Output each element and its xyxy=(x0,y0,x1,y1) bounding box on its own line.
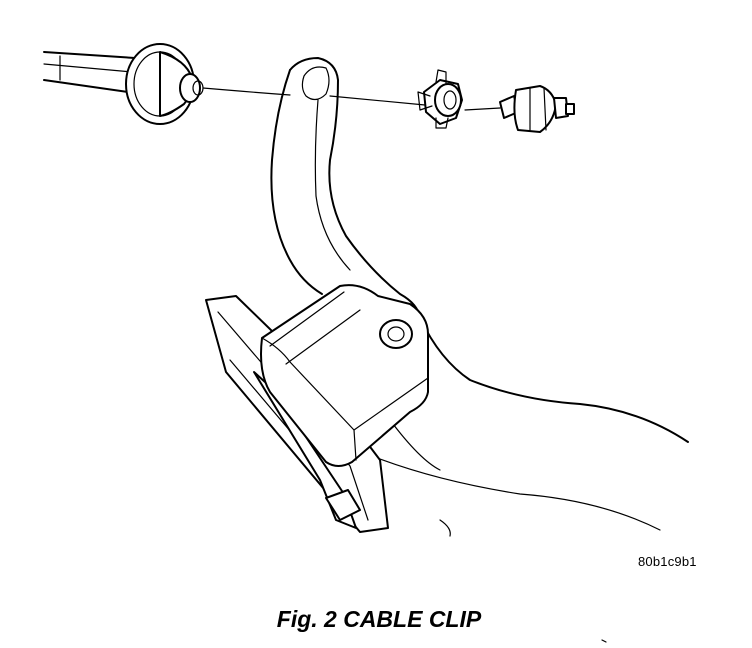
figure-caption: Fig. 2 CABLE CLIP xyxy=(276,606,482,632)
cable-clip xyxy=(417,69,463,129)
cable-end-fitting xyxy=(125,43,204,125)
cable-end-ferrule xyxy=(499,85,575,133)
floor-outline xyxy=(361,317,689,537)
pedal-arm xyxy=(270,57,421,319)
figure-code: 80b1c9b1 xyxy=(638,554,697,569)
stray-mark xyxy=(601,639,607,643)
cable-housing xyxy=(43,51,136,93)
pedal-housing xyxy=(260,284,429,467)
